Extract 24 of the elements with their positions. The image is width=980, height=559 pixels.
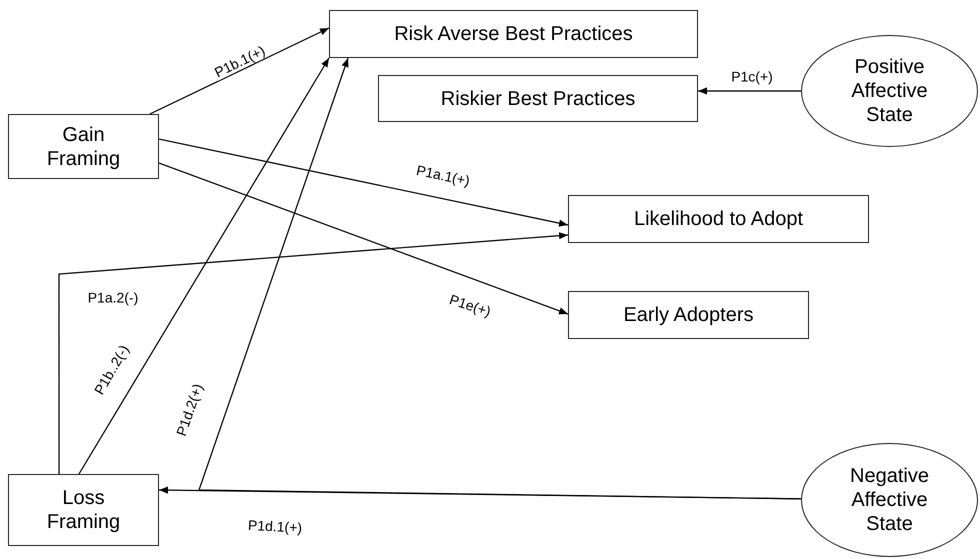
node-label: Gain Framing [46,122,122,170]
node-label: Risk Averse Best Practices [394,22,633,46]
node-label: Early Adopters [623,303,754,327]
arrow [150,27,330,115]
concept-box [568,291,809,339]
arrow [158,138,568,227]
concept-box [378,75,698,122]
concept-box [8,474,159,546]
edge-label: P1c(+) [730,69,774,85]
concept-box [329,10,698,58]
node-label: Riskier Best Practices [440,86,636,110]
node-label: Loss Framing [46,486,122,534]
arrow [58,232,568,474]
arrow [198,58,801,500]
concept-box [568,195,869,243]
edge-label: P1a.2(-) [86,290,140,306]
node-label: Likelihood to Adopt [634,207,804,231]
concept-box [8,114,159,179]
node-label: Negative Affective State [849,464,930,536]
arrow [78,58,330,474]
edge-label: P1d.1(+) [246,518,304,536]
node-label: Positive Affective State [850,55,929,127]
arrow [158,162,568,315]
arrow [698,87,801,95]
